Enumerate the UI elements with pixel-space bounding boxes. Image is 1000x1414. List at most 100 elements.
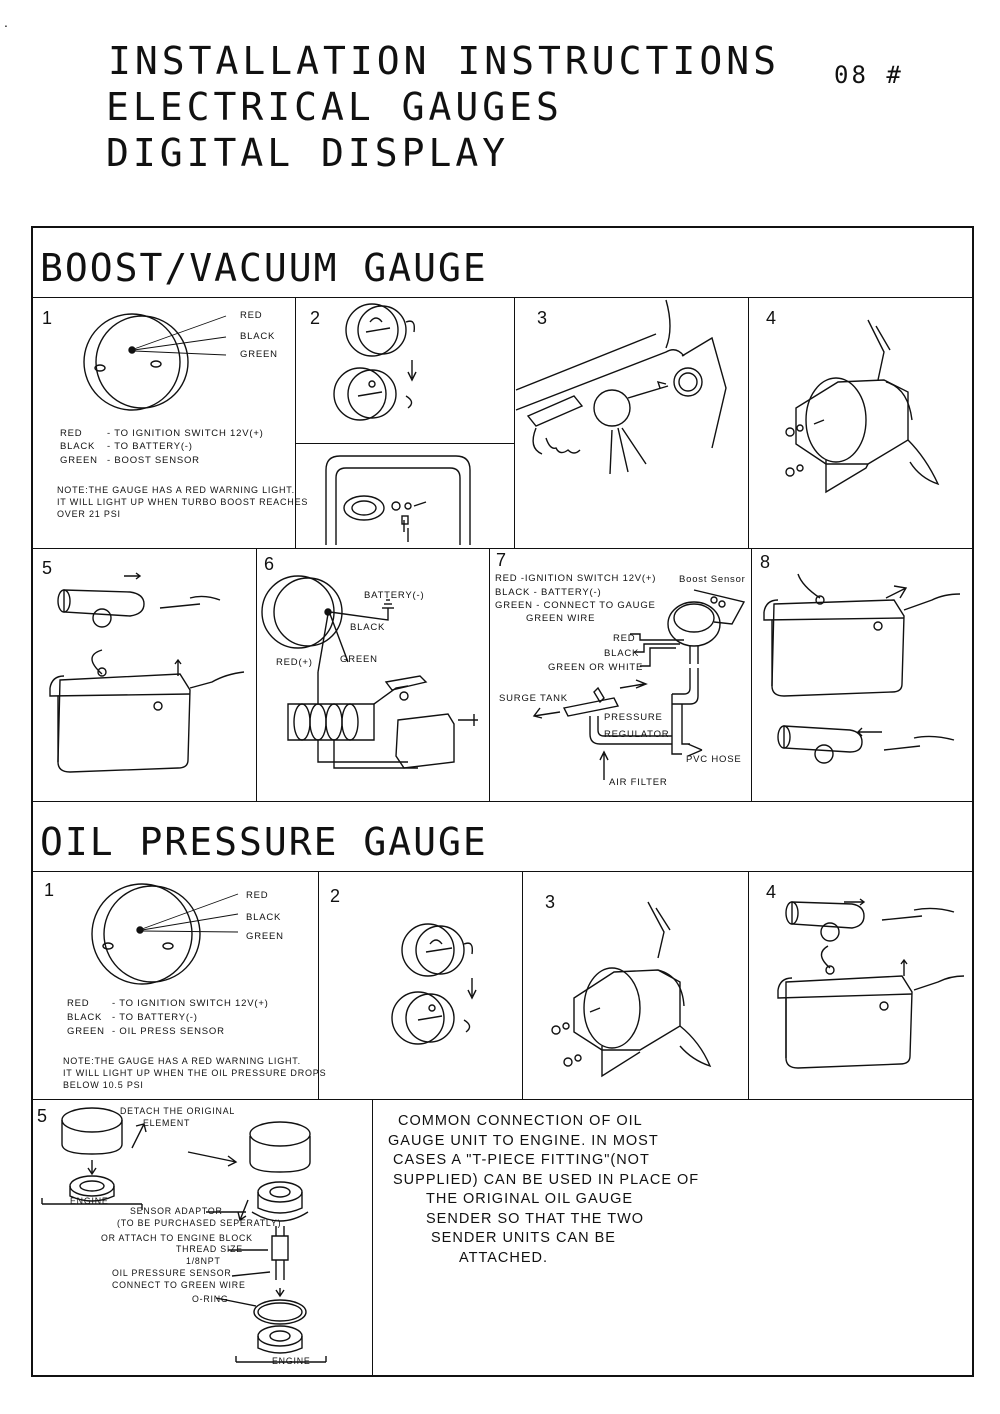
divider: [514, 297, 515, 548]
green-white-label: GREEN OR WHITE: [548, 662, 644, 673]
wire-label-red: RED: [240, 310, 263, 321]
sensor-adaptor-illustration: [41, 1107, 327, 1363]
wiring-diagram-illustration: [261, 575, 478, 769]
red-wire-label: RED(+): [276, 657, 313, 668]
common-connection-line: SUPPLIED) CAN BE USED IN PLACE OF: [393, 1172, 700, 1188]
wire-label-black: BLACK: [246, 912, 282, 923]
attach-label: OR ATTACH TO ENGINE BLOCK: [101, 1233, 253, 1243]
divider: [32, 548, 973, 549]
boost-sensor-plumbing-illustration: [532, 589, 746, 780]
green-wire-label: GREEN: [340, 654, 378, 665]
divider: [32, 1099, 973, 1100]
thread-size: 1/8NPT: [186, 1256, 221, 1266]
step-number: 1: [42, 308, 53, 328]
detach-label: ELEMENT: [143, 1118, 191, 1128]
note-line: IT WILL LIGHT UP WHEN THE OIL PRESSURE D…: [63, 1068, 327, 1078]
legend-desc: - OIL PRESS SENSOR: [112, 1026, 225, 1037]
surge-tank-label: SURGE TANK: [499, 693, 568, 704]
adaptor-note: (TO BE PURCHASED SEPERATLY): [117, 1218, 282, 1228]
gauge-bracket-illustration: [551, 901, 712, 1078]
black-wire-label: BLACK: [350, 622, 386, 633]
wiring-line: GREEN WIRE: [526, 613, 596, 624]
divider: [522, 871, 523, 1099]
wiring-line: BLACK - BATTERY(-): [495, 587, 602, 598]
black-label: BLACK: [604, 648, 640, 659]
step-number: 3: [537, 308, 548, 328]
step-number: 5: [37, 1106, 48, 1126]
gauge-back-illustration: [91, 883, 239, 985]
thread-label: THREAD SIZE: [176, 1244, 243, 1254]
gauge-mount-illustration: [333, 303, 417, 421]
legend-color: RED: [60, 428, 83, 439]
battery-reconnect-illustration: [777, 898, 965, 1069]
note-line: BELOW 10.5 PSI: [63, 1080, 144, 1090]
legend-color: BLACK: [60, 441, 96, 452]
legend-color: BLACK: [67, 1012, 103, 1023]
detach-label: DETACH THE ORIGINAL: [120, 1106, 236, 1116]
wiring-line: GREEN - CONNECT TO GAUGE: [495, 600, 656, 611]
divider: [748, 297, 749, 548]
step-number: 2: [310, 308, 321, 328]
wire-label-black: BLACK: [240, 331, 276, 342]
legend-color: GREEN: [60, 455, 98, 466]
divider: [372, 1099, 373, 1376]
pressure-label: PRESSURE: [604, 712, 663, 723]
sensor-label: OIL PRESSURE SENSOR: [112, 1268, 232, 1278]
oil-section-title: OIL PRESSURE GAUGE: [40, 820, 488, 864]
common-connection-line: CASES A "T-PIECE FITTING"(NOT: [393, 1152, 650, 1168]
corner-mark: .: [4, 14, 9, 30]
note-line: NOTE:THE GAUGE HAS A RED WARNING LIGHT.: [57, 485, 295, 495]
note-line: IT WILL LIGHT UP WHEN TURBO BOOST REACHE…: [57, 497, 309, 507]
divider: [256, 548, 257, 801]
gauge-mount-illustration: [391, 923, 477, 1045]
common-connection-line: COMMON CONNECTION OF OIL: [398, 1113, 643, 1129]
step-number: 4: [766, 308, 777, 328]
divider: [751, 548, 752, 801]
divider: [32, 297, 973, 298]
note-line: NOTE:THE GAUGE HAS A RED WARNING LIGHT.: [63, 1056, 301, 1066]
air-filter-label: AIR FILTER: [609, 777, 668, 788]
legend-desc: - TO IGNITION SWITCH 12V(+): [112, 998, 269, 1009]
divider: [489, 548, 490, 801]
step-number: 7: [496, 550, 507, 570]
gauge-back-illustration: [83, 313, 227, 411]
wire-label-green: GREEN: [240, 349, 278, 360]
step-number: 8: [760, 552, 771, 572]
battery-label: BATTERY(-): [364, 590, 425, 601]
step-number: 6: [264, 554, 275, 574]
divider: [318, 871, 319, 1099]
regulator-label: REGULATOR: [604, 729, 670, 740]
legend-color: GREEN: [67, 1026, 105, 1037]
legend-desc: - TO BATTERY(-): [107, 441, 193, 452]
divider: [32, 801, 973, 802]
legend-color: RED: [67, 998, 90, 1009]
pvc-hose-label: PVC HOSE: [686, 754, 742, 765]
engine-label: ENGINE: [272, 1356, 311, 1366]
adaptor-label: SENSOR ADAPTOR: [130, 1206, 223, 1216]
step-number: 5: [42, 558, 53, 578]
common-connection-line: ATTACHED.: [459, 1250, 549, 1266]
legend-desc: - BOOST SENSOR: [107, 455, 200, 466]
common-connection-line: THE ORIGINAL OIL GAUGE: [426, 1191, 634, 1207]
common-connection-line: SENDER UNITS CAN BE: [431, 1230, 616, 1246]
common-connection-line: SENDER SO THAT THE TWO: [426, 1211, 645, 1227]
divider: [295, 443, 514, 444]
battery-reconnect-illustration: [763, 573, 961, 764]
title-line-2: ELECTRICAL GAUGES: [106, 85, 563, 129]
title-line-1: INSTALLATION INSTRUCTIONS: [108, 39, 780, 83]
battery-disconnect-illustration: [49, 572, 245, 773]
boost-section-title: BOOST/VACUUM GAUGE: [40, 246, 488, 290]
page-number: 08 #: [834, 61, 904, 89]
title-line-3: DIGITAL DISPLAY: [106, 131, 510, 175]
wiring-line: RED -IGNITION SWITCH 12V(+): [495, 573, 657, 584]
step-number: 4: [766, 882, 777, 902]
sensor-note: CONNECT TO GREEN WIRE: [112, 1280, 246, 1290]
oring-label: O-RING: [192, 1294, 229, 1304]
step-number: 1: [44, 880, 55, 900]
dashboard-cutout-illustration: [325, 455, 471, 545]
boost-sensor-label: Boost Sensor: [679, 574, 746, 585]
wire-label-red: RED: [246, 890, 269, 901]
divider: [32, 871, 973, 872]
step-number: 2: [330, 886, 341, 906]
step-number: 3: [545, 892, 556, 912]
